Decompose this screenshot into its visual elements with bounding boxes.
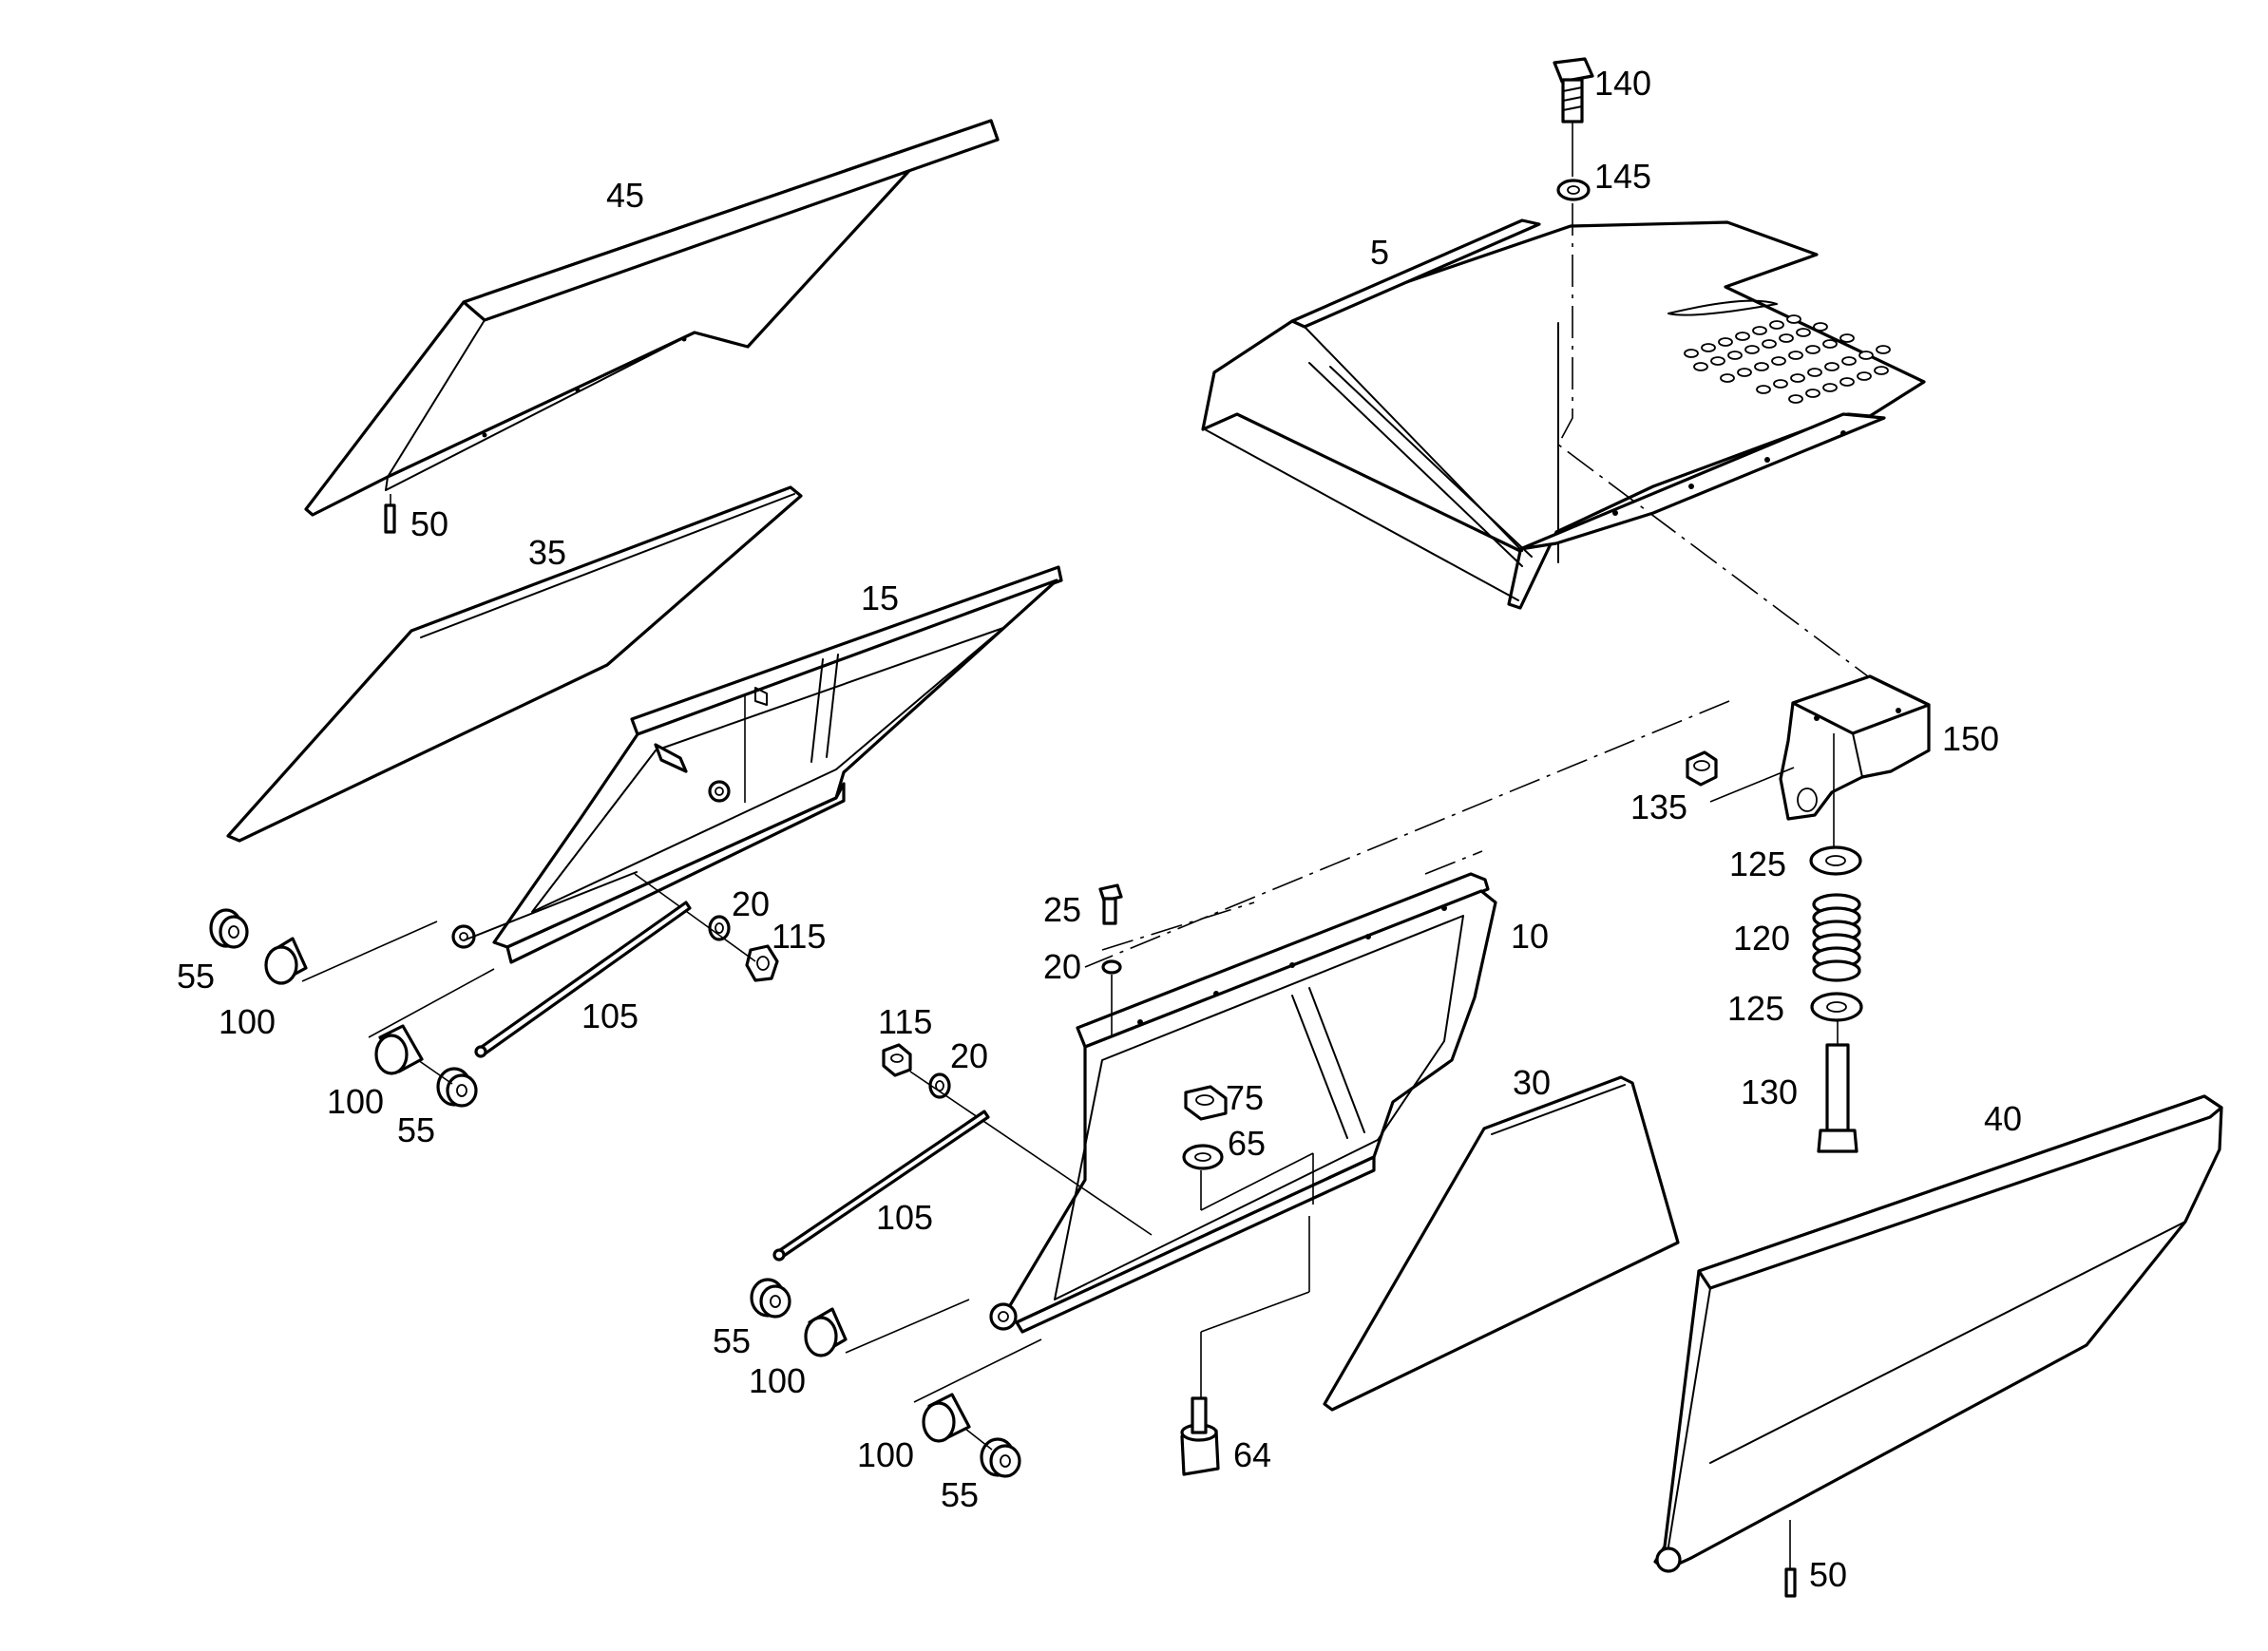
part-55-bushing-d (980, 1437, 1021, 1478)
part-100-bushing-a (264, 937, 308, 985)
callout-20-mid2: 20 (950, 1036, 988, 1075)
callout-100-d: 100 (857, 1435, 914, 1474)
callout-55-d: 55 (941, 1475, 979, 1514)
part-145-washer (1556, 179, 1591, 201)
callout-120: 120 (1733, 919, 1790, 958)
callout-105-lower: 105 (876, 1198, 933, 1237)
callout-50-bottom: 50 (1809, 1555, 1847, 1594)
callout-115-left: 115 (772, 917, 826, 956)
part-35-flat-panel (226, 485, 803, 843)
callout-100-a: 100 (219, 1002, 276, 1041)
part-64-pin (1180, 1396, 1220, 1476)
part-135-nut (1686, 750, 1718, 787)
part-40-lower-cover (1653, 1094, 2223, 1573)
part-125-washer-top (1809, 845, 1862, 876)
part-45-cover-panel (304, 119, 1000, 517)
part-55-bushing-a (209, 908, 249, 949)
part-150-bracket (1779, 674, 1931, 821)
part-120-spring (1812, 893, 1861, 982)
part-5-roof-assembly (1201, 218, 1926, 610)
callout-140: 140 (1594, 64, 1651, 103)
callout-135: 135 (1630, 788, 1687, 826)
callout-40: 40 (1984, 1099, 2022, 1138)
part-140-bolt (1553, 57, 1594, 123)
part-20-washer-mid (1101, 959, 1122, 975)
part-30-small-panel (1323, 1075, 1680, 1412)
callout-30: 30 (1513, 1063, 1551, 1102)
callout-75: 75 (1226, 1078, 1264, 1117)
callout-10: 10 (1511, 917, 1549, 956)
callout-65: 65 (1228, 1124, 1266, 1163)
callout-125-top: 125 (1729, 844, 1786, 883)
part-50-screw-bottom (1784, 1520, 1797, 1598)
part-10-right-frame (989, 872, 1497, 1334)
part-105-rod-lower (772, 1110, 990, 1262)
part-105-rod-upper (474, 901, 692, 1058)
part-125-washer-bottom (1810, 992, 1863, 1022)
part-100-bushing-d (922, 1393, 971, 1443)
part-65-washer (1182, 1144, 1224, 1170)
callout-100-b: 100 (327, 1082, 384, 1121)
callout-50-top: 50 (410, 504, 448, 543)
callout-115-mid: 115 (878, 1002, 932, 1041)
callout-35: 35 (528, 533, 566, 572)
part-20-washer-mid2 (928, 1072, 951, 1099)
callout-45: 45 (606, 176, 644, 215)
callout-25: 25 (1043, 890, 1081, 929)
callout-55-b: 55 (397, 1110, 435, 1149)
callout-130: 130 (1741, 1072, 1798, 1111)
callout-105-upper: 105 (581, 996, 638, 1035)
callout-150: 150 (1942, 719, 1999, 758)
part-25-screw (1098, 883, 1123, 925)
callout-15: 15 (861, 579, 899, 617)
part-75-nut (1184, 1085, 1228, 1121)
part-55-bushing-c (750, 1278, 791, 1319)
part-130-bolt (1817, 1043, 1858, 1153)
part-115-nut-mid (882, 1043, 912, 1077)
callout-125-bottom: 125 (1727, 989, 1784, 1028)
callout-55-c: 55 (713, 1321, 751, 1360)
callout-55-a: 55 (177, 957, 215, 996)
callout-145: 145 (1594, 157, 1651, 196)
part-100-bushing-b (374, 1024, 424, 1075)
perforated-section (1684, 314, 1891, 404)
callout-20-mid: 20 (1043, 947, 1081, 986)
part-55-bushing-b (436, 1067, 478, 1108)
part-50-screw-top (384, 494, 396, 534)
callout-20-left: 20 (732, 884, 770, 923)
part-15-left-frame (451, 565, 1063, 964)
callout-100-c: 100 (749, 1361, 806, 1400)
callout-64: 64 (1233, 1435, 1271, 1474)
callout-5: 5 (1370, 233, 1389, 272)
part-115-nut-left (745, 944, 779, 982)
part-100-bushing-c (804, 1307, 848, 1357)
